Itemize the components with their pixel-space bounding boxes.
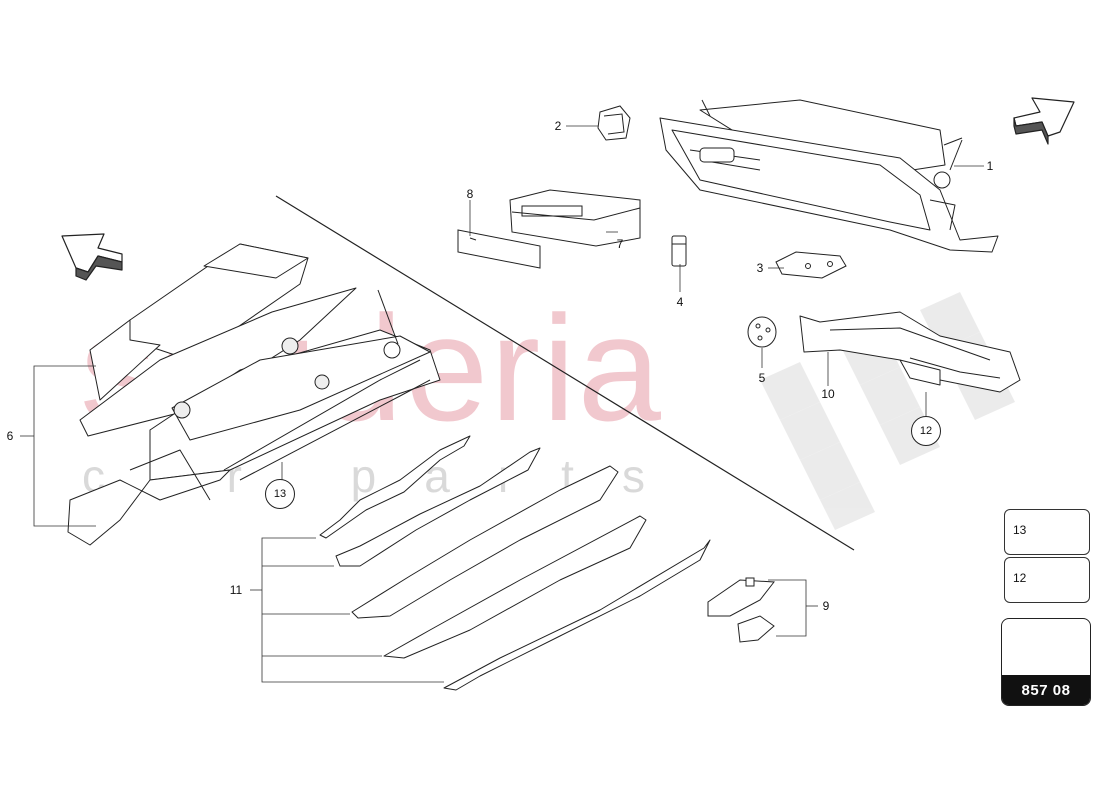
part-1-glovebox-assembly: [659, 99, 999, 253]
callout-10: 10: [821, 387, 835, 401]
callout-4: 4: [676, 295, 684, 309]
callout-6: 6: [6, 429, 14, 443]
part-6-glovebox-shell: [67, 243, 441, 546]
fastener-legend-13: 13: [1004, 509, 1090, 555]
leader-lines: [20, 125, 984, 683]
direction-arrow-left-icon: [61, 233, 123, 281]
part-9-latch: [707, 577, 775, 643]
fastener-legend-13-label: 13: [1013, 523, 1027, 537]
part-2-bracket: [597, 105, 631, 141]
part-8-cover-plate: [457, 229, 541, 269]
callout-1: 1: [986, 159, 994, 173]
part-3-control-module: [775, 251, 847, 279]
section-divider-line: [275, 195, 855, 551]
reference-page-box: 857 08: [1001, 618, 1091, 706]
part-5-grommet: [747, 316, 777, 348]
callout-3: 3: [756, 261, 764, 275]
callout-2: 2: [554, 119, 562, 133]
fastener-legend-12-label: 12: [1013, 571, 1027, 585]
part-4-connector: [671, 235, 687, 267]
reference-page-code: 857 08: [1002, 675, 1090, 705]
fastener-legend-12: 12: [1004, 557, 1090, 603]
callout-7: 7: [616, 237, 624, 251]
direction-arrow-right-icon: [1013, 97, 1075, 145]
callout-12-label: 12: [919, 425, 933, 437]
callout-12-circled: 12: [911, 416, 941, 446]
callout-13-label: 13: [273, 488, 287, 500]
callout-8: 8: [466, 187, 474, 201]
part-10-support-bracket: [799, 311, 1021, 393]
callout-9: 9: [822, 599, 830, 613]
callout-11: 11: [229, 583, 243, 597]
callout-13-circled: 13: [265, 479, 295, 509]
callout-5: 5: [758, 371, 766, 385]
part-11-trim-strips: [319, 435, 711, 691]
